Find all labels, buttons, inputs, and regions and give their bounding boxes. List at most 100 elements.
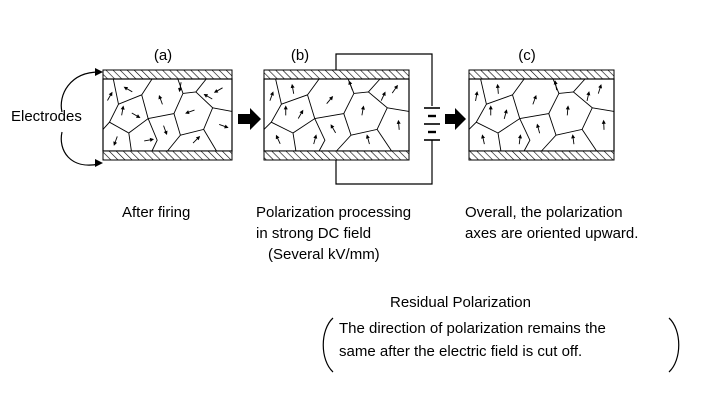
dipole-arrow-icon	[313, 134, 318, 145]
grain-boundary	[102, 78, 119, 130]
grain-boundary	[497, 94, 521, 152]
grain-boundary	[468, 78, 487, 130]
dipole-arrow-icon	[283, 105, 288, 116]
dipole-arrow-icon	[532, 94, 537, 105]
caption-b-line-3: (Several kV/mm)	[268, 246, 380, 263]
dipole-arrow-icon	[203, 94, 213, 100]
dipole-arrow-icon	[571, 134, 576, 145]
dipole-arrow-icon	[481, 134, 486, 145]
dipole-arrow-icon	[269, 91, 274, 101]
panel-a-bottom-electrode	[102, 150, 233, 161]
dipole-arrow-icon	[586, 91, 591, 102]
grain-boundary	[519, 118, 531, 152]
grain-boundary	[368, 78, 381, 93]
panel-a-ceramic	[102, 69, 233, 161]
dipole-arrow-icon	[488, 105, 493, 116]
dipole-arrow-icon	[297, 109, 304, 119]
dipole-arrow-icon	[495, 83, 500, 94]
dipole-arrow-icon	[597, 84, 603, 94]
electrode-leader-bottom	[60, 131, 100, 166]
dipole-arrow-icon	[275, 134, 281, 145]
dipole-arrow-icon	[360, 105, 365, 116]
grain-boundary	[147, 118, 158, 152]
dipole-arrow-icon	[158, 94, 163, 105]
dc-circuit-bottom-wire	[335, 146, 433, 185]
dipole-arrow-icon	[365, 134, 370, 145]
caption-b-line-2: in strong DC field	[256, 225, 371, 242]
grain-boundary	[376, 129, 392, 152]
panel-c-dipole-arrows	[474, 80, 606, 145]
grain-boundary	[592, 107, 615, 112]
process-arrow-a-to-b	[238, 108, 261, 130]
dc-circuit-top-wire	[335, 53, 433, 106]
dipole-arrow-icon	[391, 84, 398, 94]
dipole-arrow-icon	[601, 119, 606, 130]
panel-b-ceramic	[263, 69, 410, 161]
dipole-arrow-icon	[178, 82, 183, 93]
caption-c-line-2: axes are oriented upward.	[465, 225, 638, 242]
grain-boundary	[573, 78, 586, 93]
dipole-arrow-icon	[536, 123, 541, 134]
panel-a-dipole-arrows	[107, 82, 229, 146]
residual-line-1: The direction of polarization remains th…	[339, 320, 606, 337]
battery-icon	[424, 107, 440, 146]
dipole-arrow-icon	[474, 91, 479, 102]
dipole-arrow-icon	[107, 91, 113, 101]
electrode-leader-arrowhead-bottom	[95, 159, 103, 167]
dipole-arrow-icon	[348, 80, 353, 91]
electrode-leader-top	[60, 71, 100, 113]
dipole-arrow-icon	[380, 91, 386, 101]
panel-b-top-electrode	[263, 69, 410, 80]
residual-line-2: same after the electric field is cut off…	[339, 343, 582, 360]
dipole-arrow-icon	[518, 134, 522, 145]
dipole-arrow-icon	[120, 105, 125, 116]
panel-c-bottom-electrode	[468, 150, 615, 161]
dipole-arrow-icon	[503, 109, 508, 119]
grain-boundary	[109, 121, 130, 134]
panel-a-top-electrode	[102, 69, 233, 80]
dipole-arrow-icon	[131, 112, 141, 118]
dipole-arrow-icon	[163, 125, 168, 136]
dipole-arrow-icon	[219, 124, 229, 129]
caption-b-line-1: Polarization processing	[256, 204, 411, 221]
caption-c: Overall, the polarization axes are orien…	[465, 204, 638, 242]
grain-boundary	[212, 107, 233, 112]
dipole-arrow-icon	[290, 83, 295, 94]
grain-boundary	[292, 94, 316, 152]
dipole-arrow-icon	[113, 136, 118, 146]
grain-boundary	[195, 78, 207, 93]
electrodes-label: Electrodes	[11, 108, 82, 125]
dipole-arrow-icon	[330, 124, 336, 134]
dipole-arrow-icon	[144, 137, 155, 142]
panel-a-label: (a)	[154, 47, 172, 64]
panel-b-bottom-electrode	[263, 150, 410, 161]
grain-boundary	[271, 121, 294, 134]
grain-boundary	[263, 78, 282, 130]
caption-c-line-1: Overall, the polarization	[465, 204, 623, 221]
dipole-arrow-icon	[565, 105, 570, 116]
panel-c-label: (c)	[518, 47, 536, 64]
panel-b-label: (b)	[291, 47, 309, 64]
panel-c-ceramic	[468, 69, 615, 161]
dipole-arrow-icon	[553, 80, 558, 91]
dipole-arrow-icon	[123, 86, 133, 93]
caption-b: Polarization processing in strong DC fie…	[256, 204, 411, 263]
process-arrow-b-to-c	[445, 108, 466, 130]
caption-a: After firing	[122, 204, 190, 221]
grain-boundary	[387, 107, 410, 112]
residual-title: Residual Polarization	[390, 294, 531, 311]
electrode-leader-arrowhead-top	[95, 68, 103, 76]
caption-a-line-1: After firing	[122, 204, 190, 221]
panel-c-top-electrode	[468, 69, 615, 80]
grain-boundary	[128, 94, 149, 152]
dipole-arrow-icon	[213, 87, 223, 93]
panel-b-dipole-arrows	[269, 80, 401, 145]
residual-left-paren	[322, 317, 334, 373]
dipole-arrow-icon	[185, 109, 195, 114]
grain-boundary	[581, 129, 597, 152]
dipole-arrow-icon	[396, 119, 401, 130]
grain-boundary	[476, 121, 499, 134]
grain-boundary	[314, 118, 326, 152]
dipole-arrow-icon	[192, 135, 201, 144]
